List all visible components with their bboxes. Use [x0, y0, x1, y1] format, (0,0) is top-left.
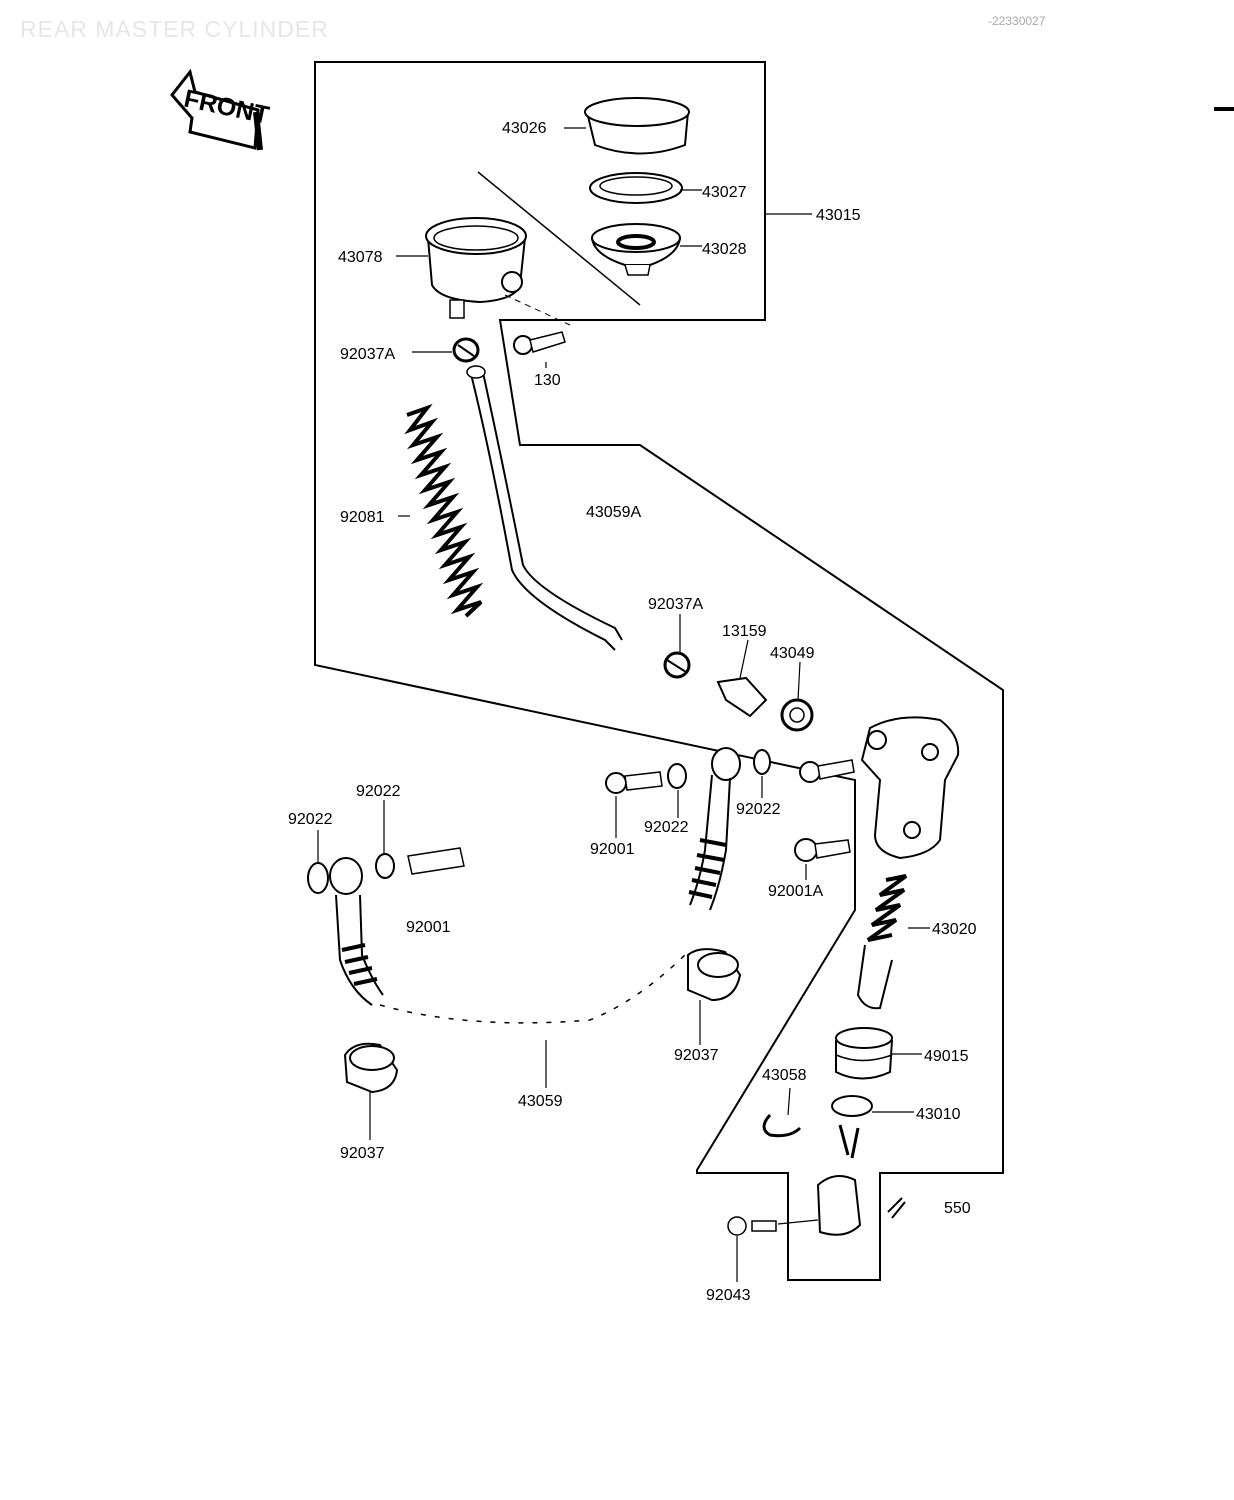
label-92001a: 92001A: [768, 883, 823, 900]
label-43058: 43058: [762, 1067, 807, 1084]
label-43010: 43010: [916, 1106, 961, 1123]
reservoir-body-43078: [425, 217, 527, 319]
label-43027: 43027: [702, 184, 747, 201]
diagram-code: -22330027: [988, 14, 1046, 28]
label-92022-d: 92022: [736, 801, 781, 818]
label-550: 550: [944, 1200, 971, 1217]
brake-hose-upper-section: [688, 747, 741, 911]
label-43059: 43059: [518, 1093, 563, 1110]
pushrod-43010: [816, 1095, 873, 1236]
part-number-labels: 43026 43027 43015 43028 43078 92037A 130…: [288, 120, 977, 1304]
label-92043: 92043: [706, 1287, 751, 1304]
label-43020: 43020: [932, 921, 977, 938]
hose-clamp-92037a-mid: [663, 651, 691, 679]
banjo-bolt-92001-mid: [605, 771, 663, 794]
label-92022-b: 92022: [288, 811, 333, 828]
label-43078: 43078: [338, 249, 383, 266]
label-92081: 92081: [340, 509, 385, 526]
label-43028: 43028: [702, 241, 747, 258]
piston-assembly-43020: [856, 874, 908, 1010]
clevis-pin-92043: [727, 1216, 777, 1236]
diaphragm-plate-43027: [589, 172, 683, 204]
grommet-92037-bottom: [343, 1042, 399, 1094]
circlip-43058: [762, 1113, 802, 1138]
label-130: 130: [534, 372, 561, 389]
label-92022-c: 92022: [644, 819, 689, 836]
washer-92022-right: [753, 749, 771, 775]
cotter-pin-550: [887, 1197, 906, 1219]
label-43026: 43026: [502, 120, 547, 137]
diaphragm-43028: [591, 223, 681, 276]
reservoir-cap-43026: [584, 97, 690, 155]
label-92037-bottom: 92037: [340, 1145, 385, 1162]
grommet-92037-mid: [687, 948, 742, 1002]
label-92001-left: 92001: [406, 919, 451, 936]
hose-clamp-92037a-top: [452, 337, 480, 363]
label-13159: 13159: [722, 623, 767, 640]
hose-fitting-13159: [716, 676, 768, 718]
return-spring-92081: [404, 403, 484, 618]
dust-boot-49015: [835, 1027, 893, 1080]
screw-130: [513, 331, 566, 355]
reservoir-hose-43059a: [469, 367, 623, 651]
label-43015: 43015: [816, 207, 861, 224]
left-banjo-assembly: [307, 847, 465, 1006]
o-ring-43049: [780, 698, 814, 732]
master-cylinder-body: [860, 716, 960, 860]
label-43059a: 43059A: [586, 504, 641, 521]
bolt-92001a: [794, 838, 851, 862]
label-92037a-top: 92037A: [340, 346, 395, 363]
label-92037a-mid: 92037A: [648, 596, 703, 613]
leader-lines: [317, 127, 930, 1282]
lower-brake-hose-43059: [379, 949, 691, 1024]
label-49015: 49015: [924, 1048, 969, 1065]
assembly-boundary-line: [314, 61, 1004, 1281]
label-43049: 43049: [770, 645, 815, 662]
front-arrow-badge: FRONT: [170, 68, 272, 151]
washer-92022-mid: [667, 763, 687, 789]
label-92037-mid: 92037: [674, 1047, 719, 1064]
label-92022-a: 92022: [356, 783, 401, 800]
label-92001-mid: 92001: [590, 841, 635, 858]
diagram-title: REAR MASTER CYLINDER: [20, 16, 329, 42]
bolt-mid-right: [799, 759, 855, 783]
